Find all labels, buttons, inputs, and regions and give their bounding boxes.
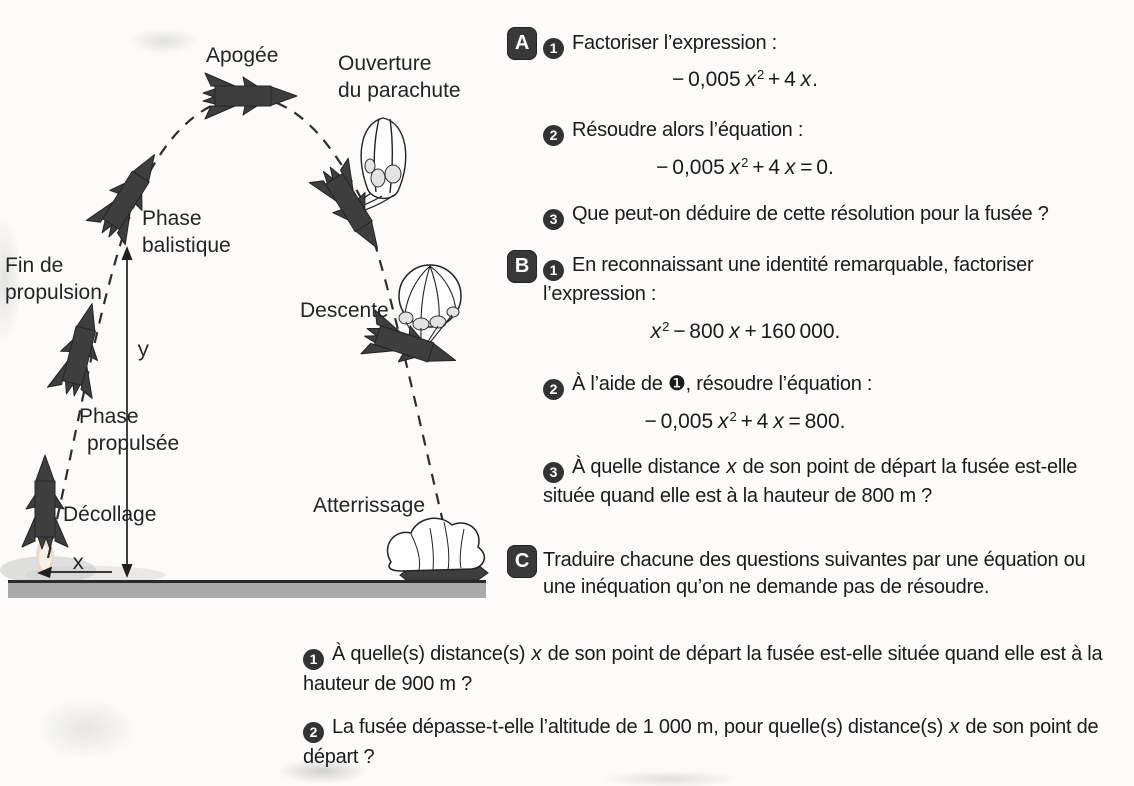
question-number-badge: 3 xyxy=(543,209,564,230)
parachute-descent-icon xyxy=(358,264,464,383)
question-a1-text: Factoriser l’expression : xyxy=(572,32,777,54)
label-ballistic-phase: Phase balistique xyxy=(142,207,231,257)
equation-a2: − 0,005 x2 + 4 x = 0. xyxy=(656,155,834,179)
equation-a1: − 0,005 x2 + 4 x. xyxy=(671,67,819,91)
scan-smudge xyxy=(36,698,136,760)
question-number-badge: 1 xyxy=(543,260,564,281)
x-axis-label: x xyxy=(72,553,85,576)
section-a-badge: A xyxy=(507,27,537,60)
bottom-question-1-text: À quelle(s) distance(s) x de son point d… xyxy=(303,643,1103,695)
question-a2-text: Résoudre alors l’équation : xyxy=(572,119,804,141)
section-c-badge: C xyxy=(507,545,537,578)
label-descent: Descente xyxy=(300,299,389,322)
ground xyxy=(8,580,486,598)
question-number-badge: 2 xyxy=(303,721,324,743)
question-b1-text: En reconnaissant une identité remarquabl… xyxy=(543,254,1034,305)
label-parachute-opening: Ouverture du parachute xyxy=(338,52,461,102)
parachute-opening-icon xyxy=(307,117,407,262)
y-axis-label: y xyxy=(137,340,150,363)
label-end-of-propulsion: Fin de propulsion xyxy=(5,254,102,304)
rocket-liftoff-icon xyxy=(21,454,69,550)
equation-b2: − 0,005 x2 + 4 x = 800. xyxy=(644,409,846,433)
question-number-badge: 1 xyxy=(303,648,324,670)
question-b2-text: À l’aide de ❶, résoudre l’équation : xyxy=(572,373,873,395)
section-c-text: Traduire chacune des questions suivantes… xyxy=(543,549,1086,598)
landing-parachute-icon xyxy=(386,517,489,581)
question-a3-text: Que peut-on déduire de cette résolution … xyxy=(572,203,1049,225)
rocket-trajectory-diagram: Apogée Ouverture du parachute Phase bali… xyxy=(0,0,495,615)
question-number-badge: 2 xyxy=(543,125,564,146)
label-apogee: Apogée xyxy=(206,44,279,67)
exercise-column: A 1 Factoriser l’expression : − 0,005 x2 … xyxy=(505,0,1105,640)
trajectory-dashed-path xyxy=(46,94,453,559)
trajectory-svg xyxy=(0,72,489,598)
section-b-badge: B xyxy=(507,250,537,283)
rocket-propelled-icon xyxy=(46,297,115,401)
launch-smoke xyxy=(0,539,165,584)
y-axis-arrow xyxy=(121,246,133,578)
rocket-apogee-icon xyxy=(202,72,298,120)
question-number-badge: 2 xyxy=(543,379,564,400)
question-number-badge: 1 xyxy=(543,38,564,59)
label-liftoff: Décollage xyxy=(63,503,157,526)
scan-smudge xyxy=(600,770,740,786)
question-a3: 3 Que peut-on déduire de cette résolution… xyxy=(543,201,1091,230)
label-landing: Atterrissage xyxy=(313,494,426,517)
question-b2: 2 À l’aide de ❶, résoudre l’équation : xyxy=(543,371,1091,400)
bottom-question-2-text: La fusée dépasse-t-elle l’altitude de 1 … xyxy=(303,716,1099,768)
label-propelled-phase: Phase propulsée xyxy=(79,405,180,455)
question-number-badge: 3 xyxy=(543,462,564,483)
question-a1: 1 Factoriser l’expression : xyxy=(543,30,1088,59)
question-b3-text: À quelle distance x de son point de dépa… xyxy=(543,456,1078,507)
question-a2: 2 Résoudre alors l’équation : xyxy=(543,117,1088,146)
equation-b1: x2 − 800 x + 160 000. xyxy=(650,319,841,343)
x-axis-arrow xyxy=(37,566,112,578)
